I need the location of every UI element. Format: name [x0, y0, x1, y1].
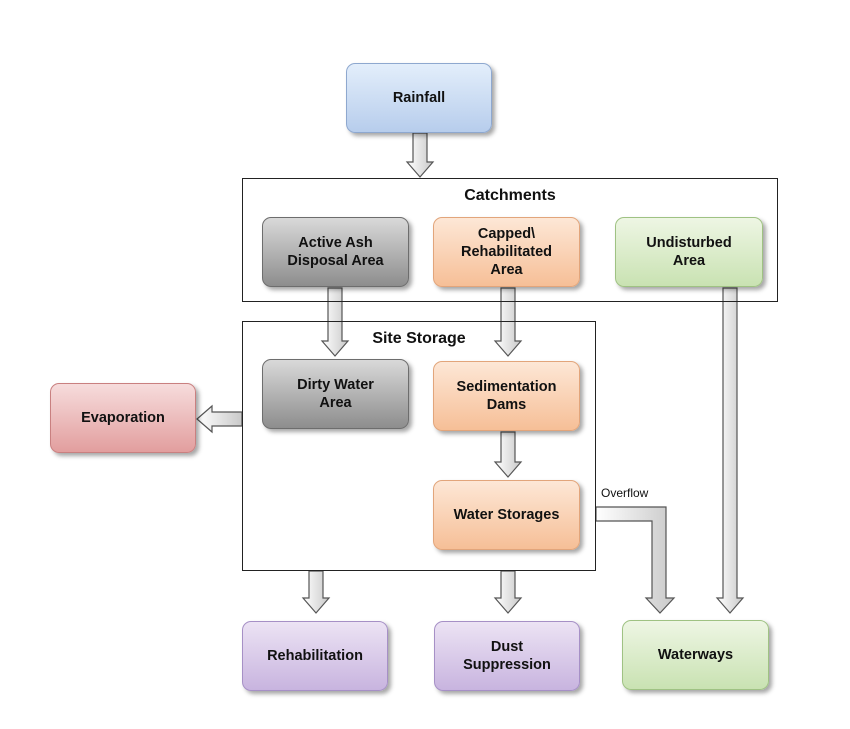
arrow-site-storage-to-rehabilitation — [301, 570, 331, 614]
evaporation-node: Evaporation — [50, 383, 196, 453]
sedimentation-dams-node: Sedimentation Dams — [433, 361, 580, 431]
arrow-site-storage-to-dust-suppression — [493, 570, 523, 614]
arrow-undisturbed-to-waterways — [715, 287, 745, 614]
arrow-active-ash-to-dirty-water — [320, 287, 350, 357]
rehabilitation-node: Rehabilitation — [242, 621, 388, 691]
water-storages-node: Water Storages — [433, 480, 580, 550]
overflow-label: Overflow — [601, 486, 649, 500]
undisturbed-area-node: Undisturbed Area — [615, 217, 763, 287]
site-storage-container: Site Storage — [242, 321, 596, 571]
arrow-rainfall-to-catchments — [405, 132, 435, 178]
rainfall-node: Rainfall — [346, 63, 492, 133]
catchments-title: Catchments — [464, 187, 556, 204]
arrow-capped-to-sedimentation — [493, 287, 523, 357]
arrow-site-storage-to-evaporation — [196, 404, 243, 434]
arrow-overflow-to-waterways — [595, 506, 676, 614]
dust-suppression-node: Dust Suppression — [434, 621, 580, 691]
site-storage-title: Site Storage — [372, 330, 466, 347]
capped-rehabilitated-area-node: Capped\ Rehabilitated Area — [433, 217, 580, 287]
arrow-sedimentation-to-water-storages — [493, 431, 523, 478]
dirty-water-area-node: Dirty Water Area — [262, 359, 409, 429]
active-ash-disposal-area-node: Active Ash Disposal Area — [262, 217, 409, 287]
waterways-node: Waterways — [622, 620, 769, 690]
catchments-container: Catchments — [242, 178, 778, 302]
